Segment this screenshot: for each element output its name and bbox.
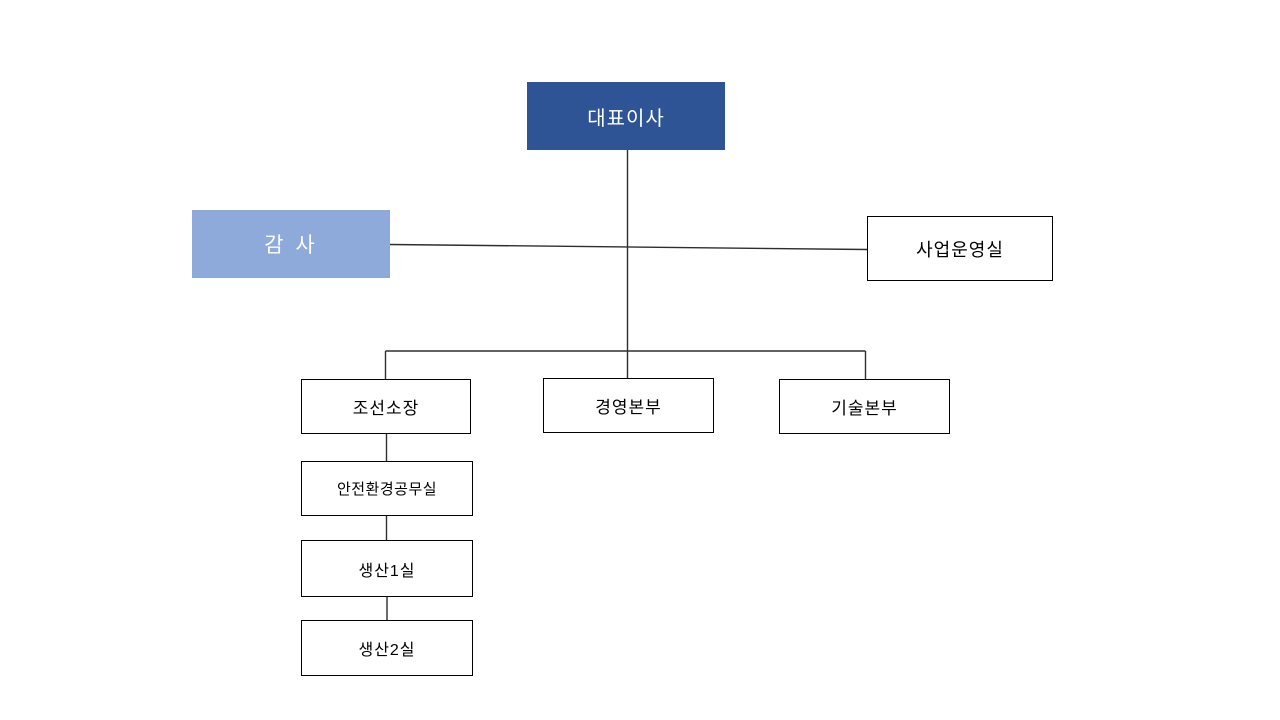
org-node-ceo-label: 대표이사 bbox=[587, 107, 665, 130]
org-node-safety-environment-office: 안전환경공무실 bbox=[301, 461, 473, 516]
org-node-technology-hq: 기술본부 bbox=[779, 379, 950, 434]
org-node-technology-hq-label: 기술본부 bbox=[831, 399, 898, 418]
org-node-safety-environment-office-label: 안전환경공무실 bbox=[336, 481, 438, 498]
org-node-management-hq: 경영본부 bbox=[543, 378, 714, 433]
org-node-production-office-1: 생산1실 bbox=[301, 540, 473, 597]
org-node-production-office-2: 생산2실 bbox=[301, 620, 473, 676]
org-node-production-office-2-label: 생산2실 bbox=[358, 642, 416, 659]
connector-auditor-bizops bbox=[389, 243, 868, 251]
org-node-production-office-1-label: 생산1실 bbox=[358, 562, 416, 580]
org-node-auditor: 감 사 bbox=[192, 210, 390, 278]
org-node-business-operations-label: 사업운영실 bbox=[916, 239, 1004, 260]
org-node-business-operations: 사업운영실 bbox=[867, 216, 1053, 281]
org-node-shipyard-director: 조선소장 bbox=[301, 379, 471, 434]
org-node-shipyard-director-label: 조선소장 bbox=[352, 399, 420, 418]
org-node-ceo: 대표이사 bbox=[527, 82, 725, 150]
org-node-management-hq-label: 경영본부 bbox=[595, 398, 662, 417]
org-node-auditor-label: 감 사 bbox=[264, 234, 318, 257]
